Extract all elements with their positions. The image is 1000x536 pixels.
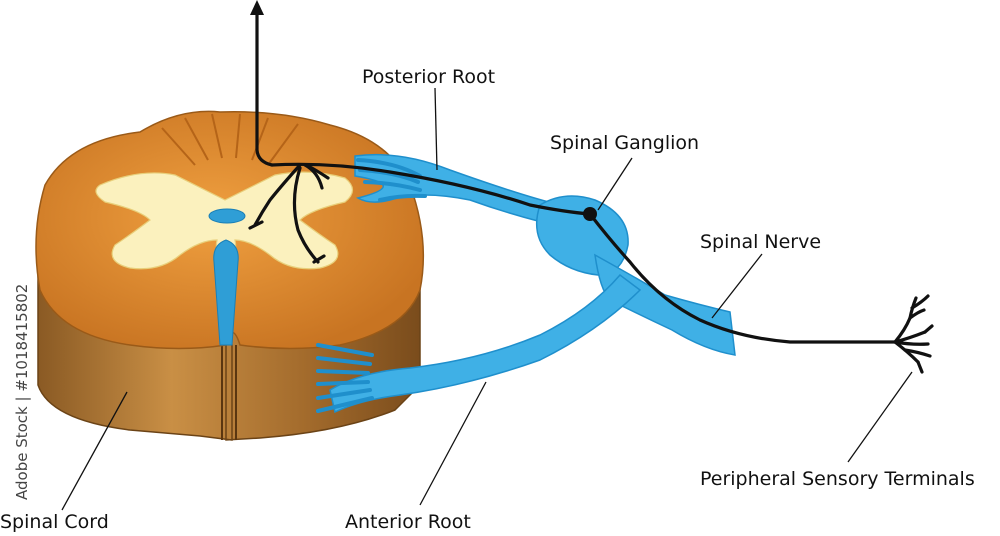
label-spinal-ganglion: Spinal Ganglion <box>550 132 699 154</box>
axon-branch-1 <box>253 163 302 227</box>
anterior-rootlets <box>316 343 374 413</box>
spinal-ganglion-shape <box>535 195 629 276</box>
arrow-up-icon <box>250 0 264 15</box>
ascending-axon <box>255 12 274 167</box>
ganglion-cell-body <box>583 207 597 221</box>
label-spinal-nerve: Spinal Nerve <box>700 231 821 253</box>
label-posterior-root: Posterior Root <box>362 66 495 88</box>
nerve-structures <box>316 153 736 414</box>
label-anterior-root: Anterior Root <box>345 511 471 533</box>
central-canal <box>208 208 246 224</box>
leader-lines <box>61 87 913 511</box>
spinal-cord <box>35 110 425 441</box>
label-peripheral-sensory-terminals: Peripheral Sensory Terminals <box>700 468 975 490</box>
anterior-root-shape <box>329 273 642 414</box>
peripheral-terminals-shape <box>893 294 934 374</box>
watermark-text: Adobe Stock | #1018415802 <box>13 284 31 500</box>
cord-surface-grooves <box>161 113 299 166</box>
terminal-tick <box>312 254 326 264</box>
posterior-root-shape <box>354 153 577 232</box>
posterior-rootlets <box>356 158 427 202</box>
sensory-neuron-pathway <box>248 0 934 374</box>
terminal-tick <box>248 220 264 230</box>
anterior-fissure <box>221 345 237 440</box>
median-fissure <box>213 239 239 346</box>
label-spinal-cord: Spinal Cord <box>0 511 109 533</box>
axon-branch-2 <box>292 166 320 264</box>
axon-branch-4 <box>306 164 330 180</box>
